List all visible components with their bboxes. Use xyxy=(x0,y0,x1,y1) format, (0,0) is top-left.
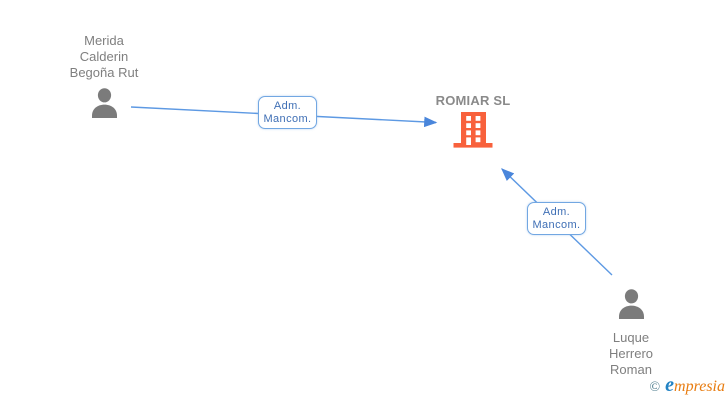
node-company-romiar-sl[interactable]: ROMIAR SL xyxy=(429,93,517,154)
company-name-label: ROMIAR SL xyxy=(435,93,511,108)
edge-label-line: Adm. xyxy=(273,99,302,112)
copyright-icon: © xyxy=(649,380,661,395)
person-name-line: Herrero xyxy=(608,346,654,361)
node-person-luque-herrero-roman[interactable]: Luque Herrero Roman xyxy=(581,289,681,378)
edge-label-adm-mancom-2: Adm. Mancom. xyxy=(527,202,586,235)
edge-label-line: Mancom. xyxy=(263,113,312,125)
person-icon xyxy=(42,88,166,123)
node-person-merida-calderin-begona-rut[interactable]: Merida Calderin Begoña Rut xyxy=(42,33,166,123)
person-icon xyxy=(581,289,681,324)
person-name-line: Begoña Rut xyxy=(69,65,139,80)
edge-label-line: Adm. xyxy=(542,205,571,218)
person-name-label: Luque Herrero Roman xyxy=(581,330,681,378)
person-name-line: Roman xyxy=(610,362,652,377)
edge-label-line: Mancom. xyxy=(532,219,581,231)
person-name-line: Luque xyxy=(612,330,650,345)
empresia-watermark: © e mpresia xyxy=(650,374,726,397)
empresia-logo-text: mpresia xyxy=(674,378,725,395)
edge-label-adm-mancom-1: Adm. Mancom. xyxy=(258,96,317,129)
person-name-line: Merida xyxy=(84,33,124,48)
building-icon xyxy=(429,111,517,154)
person-name-line: Calderin xyxy=(79,49,129,64)
person-name-label: Merida Calderin Begoña Rut xyxy=(42,33,166,81)
empresia-logo-initial: e xyxy=(665,374,675,396)
